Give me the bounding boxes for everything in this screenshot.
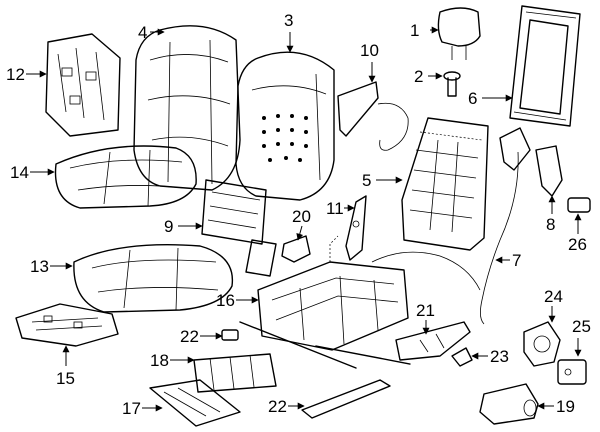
part-7-wire-harness <box>371 151 519 325</box>
callout-18: 18 <box>150 351 195 370</box>
callout-number: 11 <box>326 199 344 218</box>
callout-number: 6 <box>468 89 477 108</box>
callout-number: 8 <box>546 215 555 234</box>
callout-17: 17 <box>122 399 163 418</box>
callout-15: 15 <box>56 345 75 388</box>
callout-11: 11 <box>326 199 355 218</box>
callout-3: 3 <box>284 11 294 53</box>
part-3-seatback-cushion <box>235 51 335 201</box>
callout-12: 12 <box>6 65 47 84</box>
part-22-clip <box>221 329 239 341</box>
callout-5: 5 <box>362 171 403 190</box>
callout-number: 21 <box>416 301 435 320</box>
callout-number: 2 <box>414 67 423 86</box>
callout-number: 16 <box>216 291 235 310</box>
callout-number: 12 <box>6 65 25 84</box>
callout-number: 23 <box>490 347 509 366</box>
callout-number: 3 <box>284 11 293 30</box>
part-25-control-module <box>557 359 587 385</box>
callout-6: 6 <box>468 89 513 108</box>
callout-number: 9 <box>164 217 173 236</box>
part-6-seatback-frame <box>509 5 581 127</box>
callout-23: 23 <box>471 347 509 366</box>
part-15-cushion-pad <box>15 303 119 347</box>
part-4-seatback-cover <box>133 25 241 191</box>
part-22-rail-trim <box>301 379 391 419</box>
callout-number: 5 <box>362 171 371 190</box>
part-1-headrest <box>437 7 481 60</box>
callout-number: 18 <box>150 351 169 370</box>
callout-number: 4 <box>138 23 147 42</box>
callout-7: 7 <box>495 251 521 270</box>
callout-20: 20 <box>292 207 311 241</box>
part-21-side-shield <box>395 321 471 361</box>
callout-2: 2 <box>414 67 443 86</box>
callout-number: 17 <box>122 399 141 418</box>
callout-10: 10 <box>360 41 379 83</box>
callout-number: 20 <box>292 207 311 226</box>
callout-22-lower: 22 <box>268 397 305 416</box>
part-5-backrest-frame <box>401 117 489 251</box>
part-10-side-trim <box>337 81 409 151</box>
callout-number: 22 <box>180 327 199 346</box>
callout-26: 26 <box>568 213 587 254</box>
part-23-handle <box>451 347 473 367</box>
part-9-lumbar-support <box>201 179 277 277</box>
callout-number: 25 <box>572 317 591 336</box>
callout-number: 14 <box>10 163 29 182</box>
part-17-track-cover <box>149 379 241 427</box>
callout-19: 19 <box>537 397 575 416</box>
part-2-headrest-guide <box>443 71 461 97</box>
callout-number: 19 <box>556 397 575 416</box>
part-11-recliner-cover <box>345 195 367 261</box>
callout-number: 15 <box>56 369 75 388</box>
callout-24: 24 <box>544 287 563 323</box>
callout-number: 1 <box>410 21 419 40</box>
callout-25: 25 <box>572 317 591 357</box>
callout-number: 7 <box>512 251 521 270</box>
callout-9: 9 <box>164 217 203 236</box>
part-12-back-panel <box>45 33 121 137</box>
callout-1: 1 <box>410 21 439 40</box>
part-14-seat-cushion-cover <box>54 145 197 209</box>
part-26-switch <box>567 197 591 213</box>
part-19-actuator <box>479 383 539 425</box>
callout-number: 13 <box>30 257 49 276</box>
callout-number: 22 <box>268 397 287 416</box>
part-20-trim-bracket <box>281 235 311 263</box>
callout-16: 16 <box>216 291 259 310</box>
callout-22-upper: 22 <box>180 327 223 346</box>
callout-number: 26 <box>568 235 587 254</box>
part-24-motor <box>523 321 561 367</box>
part-13-seat-cushion <box>73 244 234 313</box>
part-18-slide-rail <box>193 353 277 393</box>
callout-number: 24 <box>544 287 563 306</box>
part-16-seat-frame <box>239 235 411 369</box>
part-8-switch-bezel <box>499 127 563 197</box>
callout-number: 10 <box>360 41 379 60</box>
callout-4: 4 <box>138 23 165 42</box>
callout-14: 14 <box>10 163 55 182</box>
callout-13: 13 <box>30 257 73 276</box>
callout-21: 21 <box>416 301 435 335</box>
callout-8: 8 <box>546 195 556 234</box>
